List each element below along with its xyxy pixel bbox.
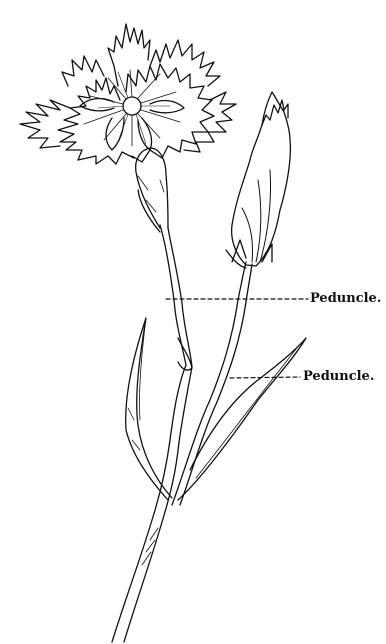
flower-center bbox=[123, 97, 141, 115]
flower-head bbox=[20, 24, 236, 164]
flower-calyx bbox=[136, 148, 168, 228]
flower-bud bbox=[226, 92, 290, 268]
leader-line-lower bbox=[230, 377, 300, 378]
main-stem bbox=[112, 225, 192, 642]
leaves bbox=[126, 190, 306, 500]
label-peduncle-upper: Peduncle. bbox=[310, 291, 381, 306]
label-peduncle-lower: Peduncle. bbox=[303, 369, 374, 384]
